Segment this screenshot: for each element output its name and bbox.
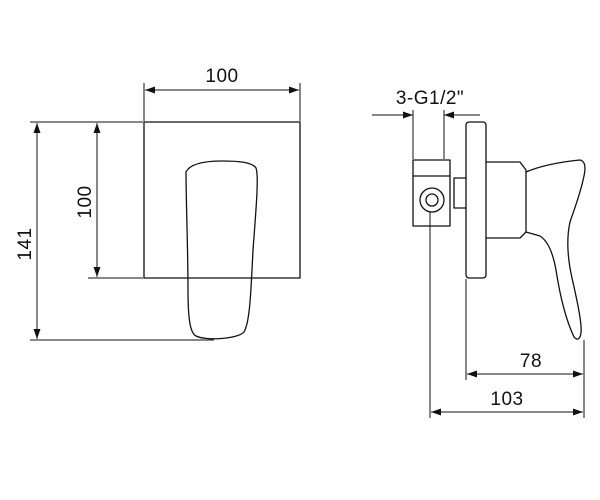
side-handle — [525, 159, 586, 340]
side-connection-block — [412, 159, 451, 227]
dim-front-inner-height: 100 — [75, 121, 143, 279]
front-handle — [185, 160, 258, 340]
dim-label-connection: 3-G1/2" — [396, 88, 464, 109]
side-valve-body — [453, 177, 467, 209]
side-view — [412, 121, 586, 340]
dim-connection: 3-G1/2" — [372, 88, 480, 159]
side-cover-plate — [465, 121, 487, 279]
dim-front-width: 100 — [143, 66, 301, 121]
dim-front-overall-height: 141 — [15, 121, 214, 341]
side-connection-port — [419, 187, 445, 213]
dim-label-front-width: 100 — [205, 66, 238, 87]
dim-label-front-inner-height: 100 — [75, 185, 96, 218]
front-cover-plate — [143, 121, 301, 279]
front-view — [143, 121, 301, 340]
side-connection-inner — [425, 193, 439, 207]
dim-side-handle-depth: 78 — [465, 279, 585, 380]
dim-label-side-handle-depth: 78 — [520, 351, 542, 372]
dim-side-overall-depth: 103 — [429, 212, 585, 418]
side-housing — [485, 161, 527, 239]
dim-label-side-overall-depth: 103 — [490, 389, 523, 410]
dim-label-front-overall-height: 141 — [15, 227, 36, 260]
